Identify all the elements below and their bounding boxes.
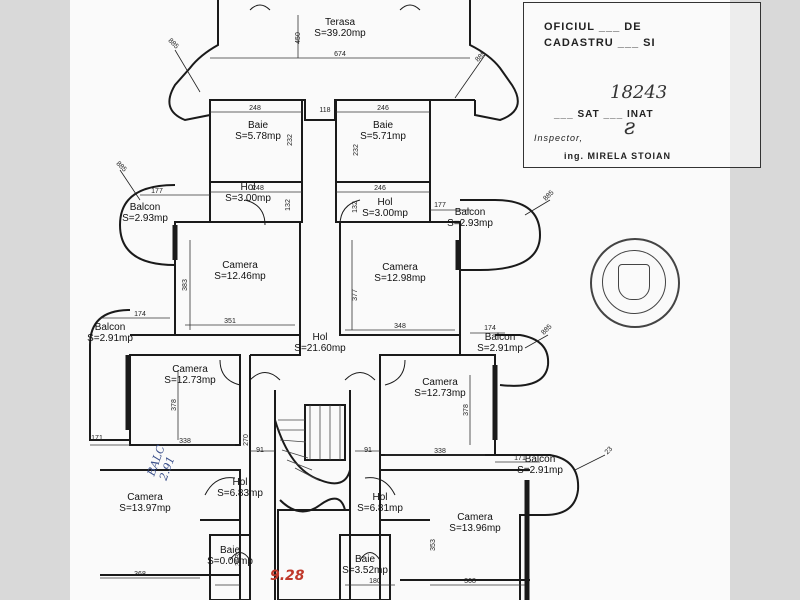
room-name-balcon-left-mid: Balcon: [95, 322, 126, 333]
dimension-label: 368: [134, 571, 146, 578]
dimension-label: 885: [166, 37, 179, 50]
room-area-balcon-left-mid: S=2.91mp: [87, 333, 133, 344]
room-name-camera-left-top: Camera: [222, 260, 258, 271]
dimension-label: 177: [151, 188, 163, 195]
room-name-baie-left-low: Baie: [220, 545, 240, 556]
room-name-terasa: Terasa: [325, 17, 355, 28]
room-area-camera-left-low: S=13.97mp: [119, 503, 171, 514]
dimension-label: 171: [514, 455, 526, 462]
room-area-camera-left-top: S=12.46mp: [214, 271, 266, 282]
dimension-label: 248: [252, 185, 264, 192]
handwritten-area-note: 9.28: [270, 568, 305, 584]
room-name-camera-left-low: Camera: [127, 492, 163, 503]
stamp-line-1: OFICIUL ___ DE: [544, 21, 642, 33]
room-area-baie-right: S=5.71mp: [360, 131, 406, 142]
reference-number: 18243: [610, 82, 668, 103]
dimension-label: 885: [542, 189, 555, 202]
round-cadastre-seal: [590, 238, 680, 328]
dimension-label: 118: [319, 107, 330, 114]
room-area-camera-right-mid: S=12.73mp: [414, 388, 466, 399]
room-name-baie-right-low: Baie: [355, 554, 375, 565]
dimension-label: 177: [434, 202, 446, 209]
dimension-label: 885: [114, 160, 127, 173]
dimension-label: 353: [430, 539, 437, 551]
room-name-balcon-right-low: Balcon: [525, 454, 556, 465]
room-name-camera-right-top: Camera: [382, 262, 418, 273]
stamp-inspector-label: Inspector,: [534, 133, 584, 143]
room-name-balcon-left-top: Balcon: [130, 202, 161, 213]
room-area-camera-right-low: S=13.96mp: [449, 523, 501, 534]
dimension-label: 674: [334, 51, 346, 58]
room-area-balcon-right-low: S=2.91mp: [517, 465, 563, 476]
dimension-label: 246: [374, 185, 386, 192]
dimension-label: 368: [464, 578, 476, 585]
room-name-baie-left: Baie: [248, 120, 268, 131]
room-name-hol-left-low: Hol: [232, 477, 247, 488]
dimension-label: 23: [604, 446, 615, 457]
room-name-camera-left-mid: Camera: [172, 364, 208, 375]
dimension-label: 351: [224, 318, 236, 325]
signature: ƨ: [624, 115, 636, 140]
dimension-label: 378: [463, 404, 470, 416]
dimension-label: 232: [287, 134, 294, 146]
cadastre-stamp: OFICIUL ___ DE CADASTRU ___ SI ___ SAT _…: [523, 2, 761, 168]
dimension-label: 174: [134, 311, 146, 318]
room-area-hol-left-top: S=3.00mp: [225, 193, 271, 204]
dimension-label: 338: [179, 438, 191, 445]
room-name-balcon-right-mid: Balcon: [485, 332, 516, 343]
dimension-label: 246: [377, 105, 389, 112]
dimension-label: 353: [235, 554, 242, 566]
dimension-label: 132: [352, 201, 359, 213]
dimension-label: 338: [434, 448, 446, 455]
room-area-terasa: S=39.20mp: [314, 28, 366, 39]
dimension-label: 91: [256, 447, 264, 454]
dimension-label: 232: [353, 144, 360, 156]
room-area-baie-left-low: S=0.00mp: [207, 556, 253, 567]
room-area-baie-right-low: S=3.52mp: [342, 565, 388, 576]
room-area-hol-left-low: S=6.83mp: [217, 488, 263, 499]
room-name-baie-right: Baie: [373, 120, 393, 131]
room-area-camera-right-top: S=12.98mp: [374, 273, 426, 284]
dimension-label: 450: [295, 32, 302, 44]
dimension-label: 885: [540, 323, 553, 336]
dimension-label: 132: [285, 199, 292, 211]
room-area-balcon-right-top: S=2.93mp: [447, 218, 493, 229]
dimension-label: 377: [352, 289, 359, 301]
room-area-balcon-right-mid: S=2.91mp: [477, 343, 523, 354]
room-area-camera-left-mid: S=12.73mp: [164, 375, 216, 386]
room-name-balcon-right-top: Balcon: [455, 207, 486, 218]
room-name-camera-right-mid: Camera: [422, 377, 458, 388]
room-area-baie-left: S=5.78mp: [235, 131, 281, 142]
room-area-hol-center: S=21.60mp: [294, 343, 346, 354]
room-name-hol-center: Hol: [312, 332, 327, 343]
dimension-label: 378: [171, 399, 178, 411]
dimension-label: 171: [91, 435, 103, 442]
room-area-hol-right-top: S=3.00mp: [362, 208, 408, 219]
dimension-label: 348: [394, 323, 406, 330]
stamp-line-3: ___ SAT ___ INAT: [554, 109, 654, 120]
dimension-label: 174: [484, 325, 496, 332]
dimension-label: 180: [369, 578, 381, 585]
room-name-hol-left-top: Hol: [240, 182, 255, 193]
dimension-label: 248: [249, 105, 261, 112]
floor-plan-drawing: TerasaS=39.20mpBaieS=5.78mpBaieS=5.71mpH…: [87, 0, 615, 600]
dimension-label: 383: [182, 279, 189, 291]
room-name-camera-right-low: Camera: [457, 512, 493, 523]
room-area-hol-right-low: S=6.81mp: [357, 503, 403, 514]
dimension-label: 270: [243, 434, 250, 446]
dimension-label: 91: [364, 447, 372, 454]
stamp-line-2: CADASTRU ___ SI: [544, 37, 656, 49]
room-name-hol-right-low: Hol: [372, 492, 387, 503]
room-area-balcon-left-top: S=2.93mp: [122, 213, 168, 224]
coat-of-arms-icon: [618, 264, 650, 300]
dimension-label: 885: [474, 50, 487, 63]
room-name-hol-right-top: Hol: [377, 197, 392, 208]
stamp-inspector-name: ing. MIRELA STOIAN: [564, 151, 671, 161]
